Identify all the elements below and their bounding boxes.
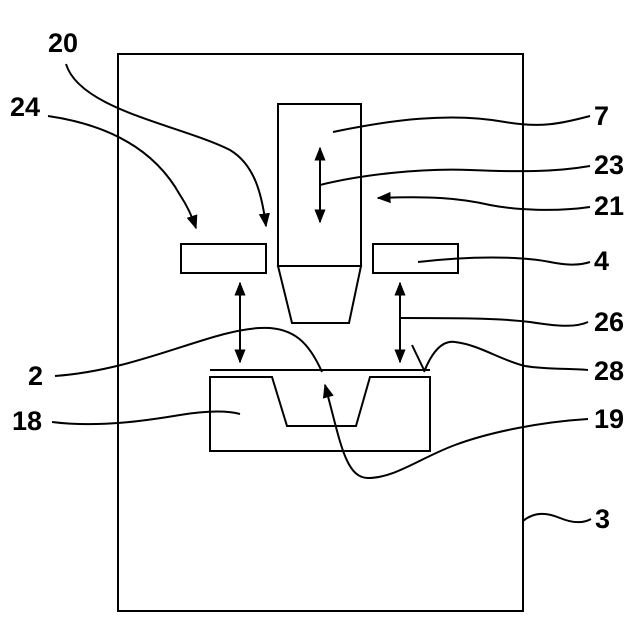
label-7: 7	[594, 101, 609, 131]
label-18: 18	[12, 406, 42, 436]
label-19: 19	[594, 404, 624, 434]
label-24: 24	[10, 92, 40, 122]
punch-tip	[278, 266, 361, 323]
leader-3	[523, 514, 591, 522]
left-holder	[181, 244, 266, 273]
label-23: 23	[594, 150, 624, 180]
label-28: 28	[594, 356, 624, 386]
label-4: 4	[594, 246, 609, 276]
label-21: 21	[594, 191, 624, 221]
label-20: 20	[48, 28, 78, 58]
label-2: 2	[28, 361, 43, 391]
label-26: 26	[594, 307, 624, 337]
label-3: 3	[595, 504, 610, 534]
